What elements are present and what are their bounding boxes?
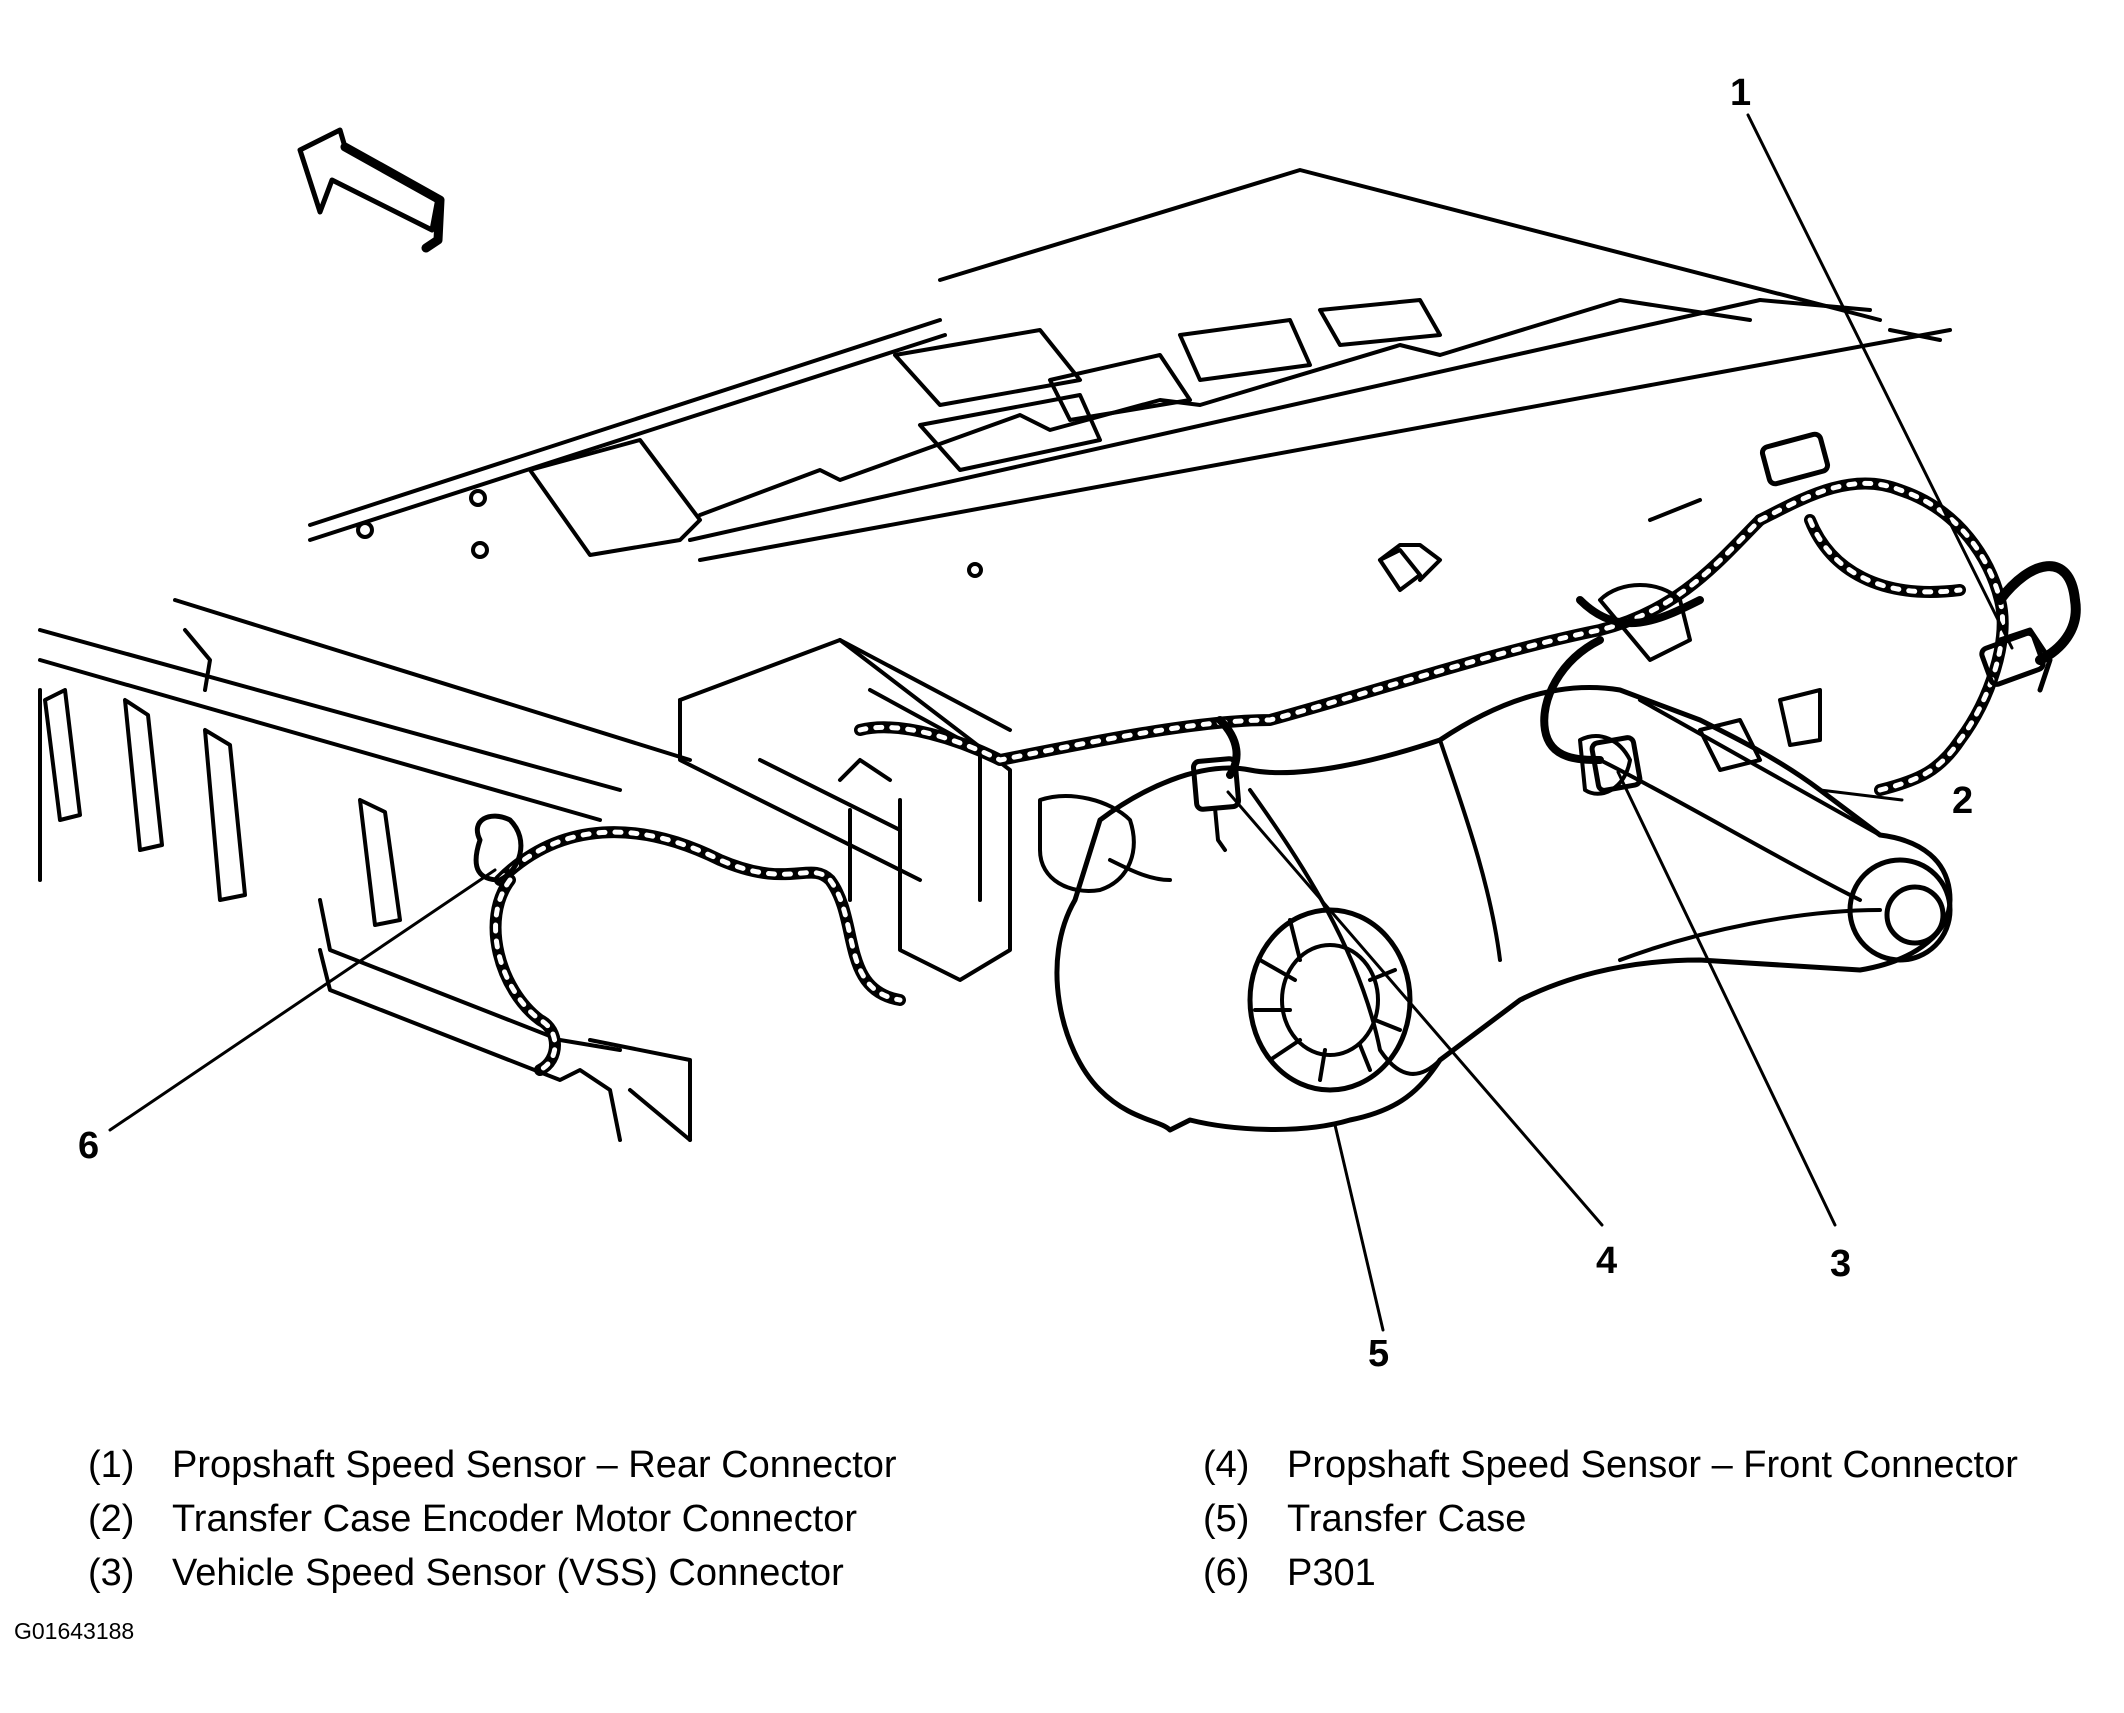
leader-lines bbox=[108, 113, 2014, 1332]
legend-item-text: Propshaft Speed Sensor – Front Connector bbox=[1287, 1444, 2018, 1486]
callout-1: 1 bbox=[1730, 72, 1752, 114]
left-frame-bracket bbox=[38, 598, 692, 1142]
callout-6: 6 bbox=[78, 1125, 100, 1167]
legend-item-number: (3) bbox=[88, 1552, 135, 1594]
legend-item-text: P301 bbox=[1287, 1552, 1376, 1594]
legend-item-number: (6) bbox=[1203, 1552, 1250, 1594]
transfer-case-wiring-drawing bbox=[38, 113, 2081, 1332]
legend-item-text: Transfer Case bbox=[1287, 1498, 1527, 1540]
legend-item: (2) Transfer Case Encoder Motor Connecto… bbox=[88, 1492, 897, 1546]
legend-item-number: (2) bbox=[88, 1498, 135, 1540]
callout-3: 3 bbox=[1830, 1243, 1852, 1285]
legend-item-text: Transfer Case Encoder Motor Connector bbox=[172, 1498, 858, 1540]
legend-item-text: Propshaft Speed Sensor – Rear Connector bbox=[172, 1444, 897, 1486]
legend-item: (3) Vehicle Speed Sensor (VSS) Connector bbox=[88, 1546, 897, 1600]
frame-crossmember bbox=[678, 638, 1012, 982]
legend-left-column: (1) Propshaft Speed Sensor – Rear Connec… bbox=[88, 1438, 897, 1600]
legend-right-column: (4) Propshaft Speed Sensor – Front Conne… bbox=[1203, 1438, 2018, 1600]
legend-item-number: (5) bbox=[1203, 1498, 1250, 1540]
legend-item-text: Vehicle Speed Sensor (VSS) Connector bbox=[172, 1552, 844, 1594]
legend-item: (4) Propshaft Speed Sensor – Front Conne… bbox=[1203, 1438, 2018, 1492]
legend-item: (5) Transfer Case bbox=[1203, 1492, 2018, 1546]
floor-pan bbox=[308, 168, 1952, 578]
legend-item: (1) Propshaft Speed Sensor – Rear Connec… bbox=[88, 1438, 897, 1492]
figure-id: G01643188 bbox=[14, 1618, 135, 1644]
transfer-case bbox=[1038, 685, 1953, 1133]
callout-5: 5 bbox=[1368, 1333, 1390, 1375]
wiring-harness bbox=[489, 477, 2081, 1076]
legend-item-number: (4) bbox=[1203, 1444, 1250, 1486]
callout-4: 4 bbox=[1596, 1240, 1618, 1282]
connectors bbox=[473, 431, 2053, 883]
legend-item-number: (1) bbox=[88, 1444, 135, 1486]
legend-item: (6) P301 bbox=[1203, 1546, 2018, 1600]
front-direction-arrow-icon bbox=[297, 127, 445, 253]
callout-2: 2 bbox=[1952, 780, 1974, 822]
